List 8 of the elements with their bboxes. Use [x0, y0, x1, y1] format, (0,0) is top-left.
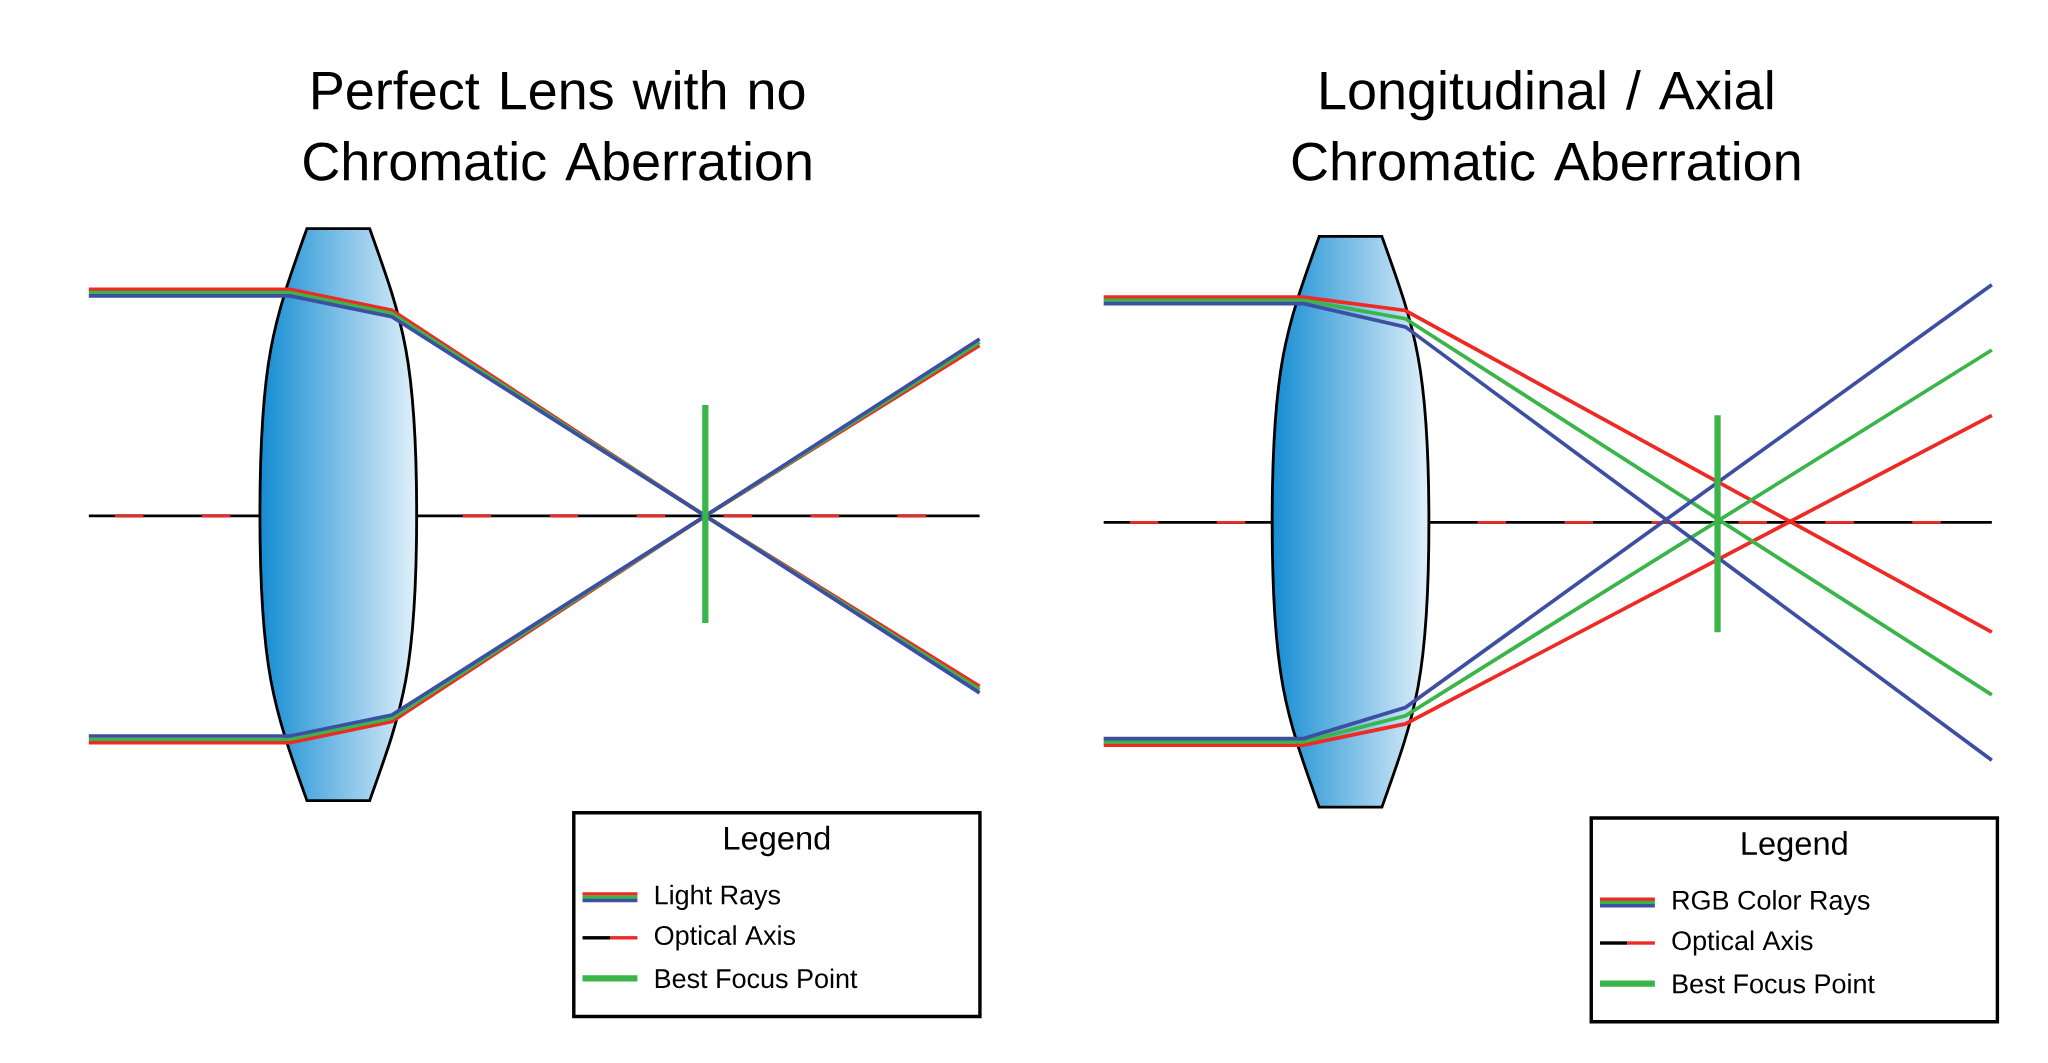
legend-entry: Best Focus Point: [655, 968, 858, 989]
legend-entry: Optical Axis: [654, 925, 796, 951]
panel-title: Longitudinal / Axial Chromatic Aberration: [1292, 70, 1800, 181]
legend-entry: RGB Color Rays: [1673, 889, 1870, 916]
legend-entry: Optical Axis: [1672, 930, 1813, 956]
panel-title: Perfect Lens with no Chromatic Aberration: [304, 70, 811, 181]
legend-entry: Light Rays: [655, 884, 781, 910]
legend-entry: Best Focus Point: [1673, 973, 1875, 994]
